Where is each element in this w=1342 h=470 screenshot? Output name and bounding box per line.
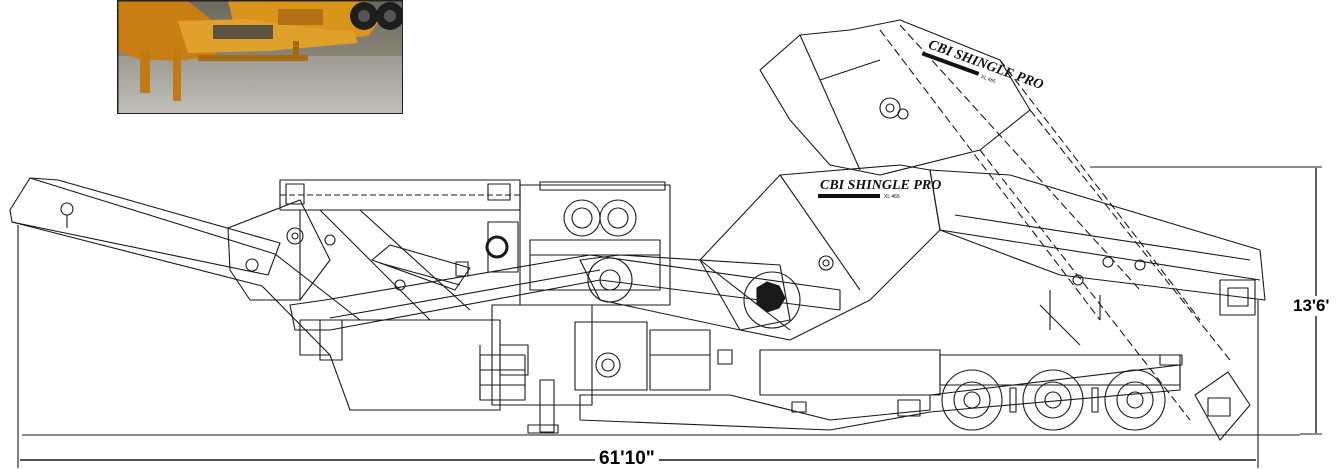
- drive-drum: [579, 254, 801, 331]
- model-label-upper: XL 465: [980, 74, 997, 85]
- overall-length-label: 61'10": [595, 448, 659, 470]
- discharge-conveyor: [9, 177, 361, 356]
- trailer-wheels: [941, 369, 1166, 431]
- engine-block: [485, 181, 671, 306]
- main-conveyor: [289, 254, 841, 331]
- feed-conveyor: [929, 169, 1266, 441]
- wheel-1: [941, 369, 1003, 431]
- cross-belt-magnet: [371, 244, 471, 291]
- machine-photo: [117, 0, 403, 114]
- upper-frame: [279, 179, 521, 321]
- grinder-hopper-lowered: CBI SHINGLE PRO XL 465: [699, 164, 941, 341]
- height-dimension: [1090, 166, 1322, 435]
- machine-photo-image: [118, 1, 402, 113]
- brand-label-lower: CBI SHINGLE PRO: [820, 178, 941, 193]
- wheel-2: [1022, 369, 1084, 431]
- chassis-frame: [299, 304, 1183, 434]
- brand-label-upper: CBI SHINGLE PRO: [926, 38, 1045, 94]
- wheel-3: [1104, 369, 1166, 431]
- overall-height-label: 13'6': [1293, 296, 1330, 316]
- model-label-lower: XL 465: [884, 194, 900, 200]
